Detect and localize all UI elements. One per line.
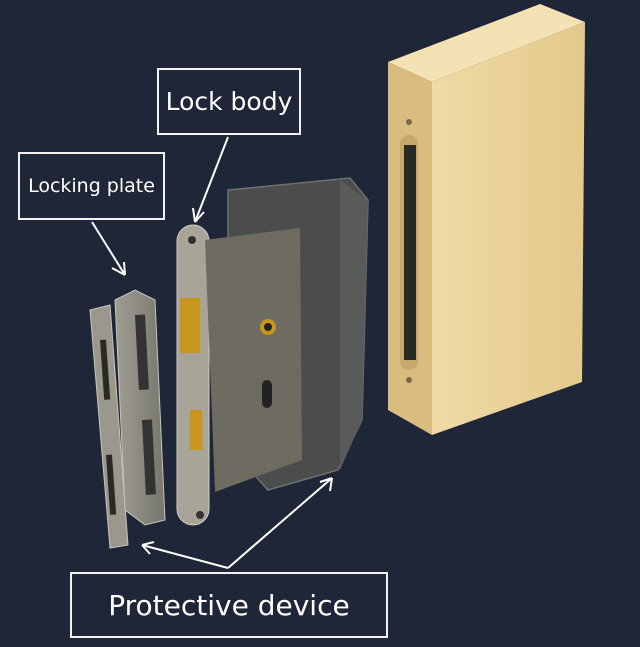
protective-arrow-left — [141, 541, 229, 569]
locking-plate-arrow — [91, 221, 126, 276]
lock-body-arrow — [192, 136, 229, 223]
pointer-arrows — [91, 136, 333, 569]
locking-plate — [89, 289, 166, 549]
lock-body — [176, 224, 302, 526]
protective-arrow-right — [227, 477, 333, 569]
door-wood-block — [388, 4, 585, 435]
locking-plate-label: Locking plate — [18, 152, 165, 220]
protective-device-label: Protective device — [70, 572, 388, 638]
lock-body-label: Lock body — [157, 68, 301, 135]
